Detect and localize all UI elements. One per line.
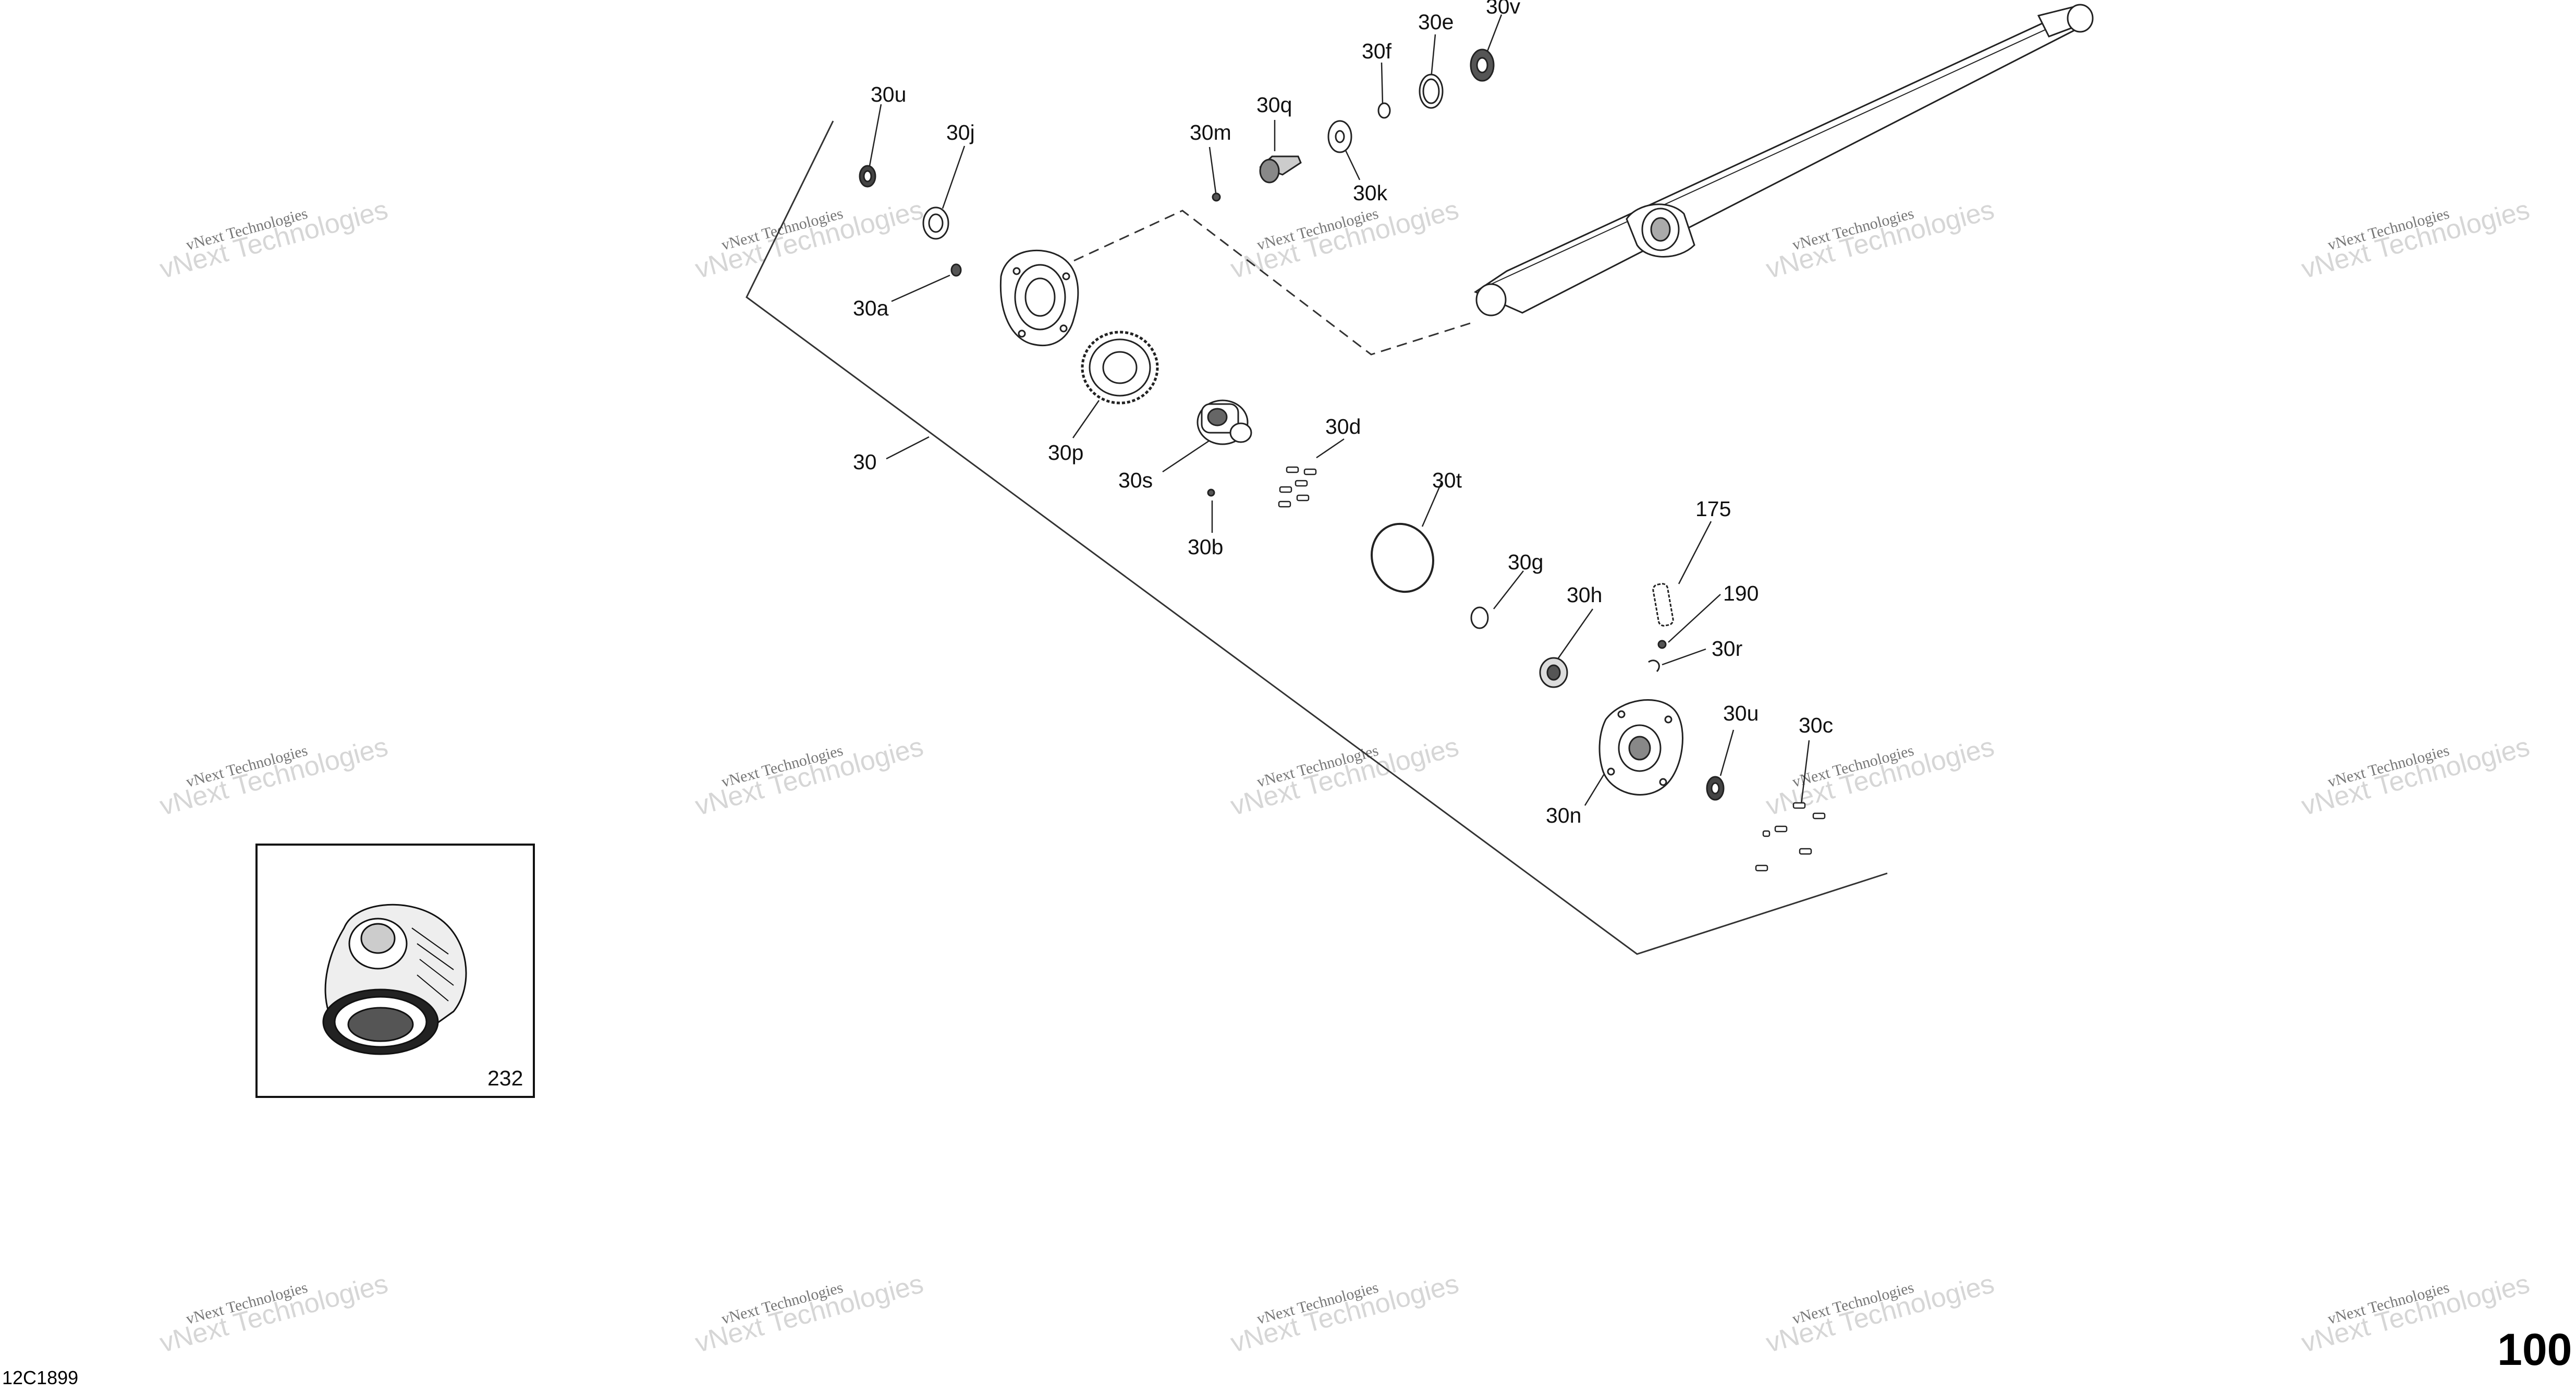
differential-30s <box>1197 399 1252 445</box>
seal-30h <box>1539 657 1568 688</box>
clip-30r <box>1648 660 1660 673</box>
callout-labels: 30u 30j 30a 30 30m 30q 30k 30f 30e 30v 3… <box>487 0 1833 1090</box>
label-30h: 30h <box>1567 583 1602 607</box>
drive-shaft <box>1473 4 2094 316</box>
label-30e: 30e <box>1418 10 1454 34</box>
label-30s: 30s <box>1118 468 1153 492</box>
label-175: 175 <box>1695 497 1731 521</box>
oring-30g <box>1470 606 1489 629</box>
seal-30u <box>859 165 876 188</box>
label-30b: 30b <box>1188 535 1223 559</box>
seal-30u-lower <box>1706 776 1725 801</box>
page-number: 100 <box>2497 1325 2572 1375</box>
plug-30a <box>950 263 962 277</box>
gear-assembly-232 <box>322 903 467 1055</box>
label-30q: 30q <box>1256 93 1292 117</box>
label-30u-lower: 30u <box>1723 701 1759 725</box>
cover-30n <box>1598 699 1683 796</box>
pinion-30q <box>1259 155 1302 184</box>
pin-30m <box>1212 192 1221 202</box>
drawing-code: 12C1899 <box>2 1367 78 1388</box>
screw-175 <box>1652 583 1674 627</box>
label-30t: 30t <box>1432 468 1462 492</box>
part-190 <box>1657 640 1667 649</box>
label-30m: 30m <box>1190 120 1231 144</box>
bolts-30d <box>1278 466 1317 508</box>
label-190: 190 <box>1723 581 1759 605</box>
label-30n: 30n <box>1546 803 1581 827</box>
pin-30b <box>1207 489 1215 497</box>
label-30c: 30c <box>1799 713 1833 737</box>
label-232: 232 <box>487 1066 523 1090</box>
label-30f: 30f <box>1362 39 1392 63</box>
bolts-30c <box>1755 802 1826 872</box>
label-30j: 30j <box>946 120 975 144</box>
oring-30t <box>1371 522 1434 593</box>
washer-30k <box>1327 120 1352 153</box>
assembly-frame-lines <box>746 120 1888 955</box>
label-30u: 30u <box>871 82 906 106</box>
part-drawings <box>859 4 2094 872</box>
seal-30v <box>1470 48 1495 82</box>
label-30: 30 <box>853 450 877 474</box>
label-30k: 30k <box>1353 181 1388 205</box>
leader-lines <box>869 14 1810 806</box>
clip-30f <box>1377 102 1391 119</box>
label-30d: 30d <box>1325 414 1361 438</box>
ring-gear-30p <box>1081 331 1159 405</box>
label-30a: 30a <box>853 296 889 320</box>
label-30g: 30g <box>1508 550 1543 574</box>
label-30v: 30v <box>1486 0 1521 18</box>
label-30r: 30r <box>1712 637 1742 661</box>
label-30p: 30p <box>1048 441 1083 465</box>
housing <box>999 249 1079 347</box>
ring-30e <box>1419 74 1444 109</box>
bearing-30j <box>922 206 949 240</box>
inset-box <box>255 844 535 1098</box>
